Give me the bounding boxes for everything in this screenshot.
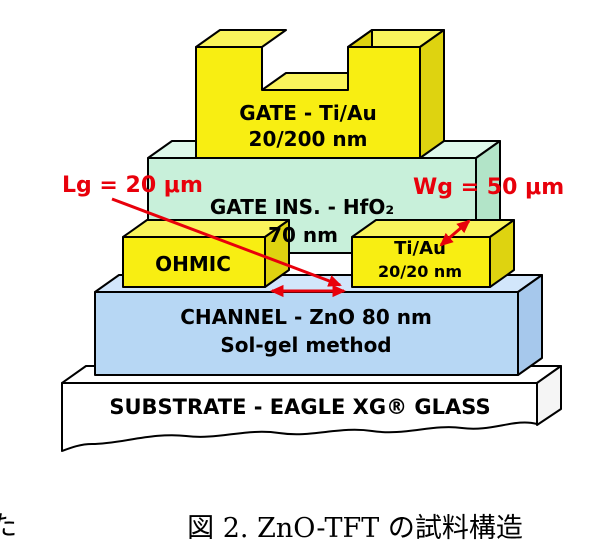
top-contact-top-face bbox=[351, 219, 515, 238]
ohmic-contact-block bbox=[122, 219, 290, 288]
gate-side-face bbox=[419, 29, 445, 159]
gate-left-prong-top-face bbox=[195, 29, 287, 48]
gate-label-line1: GATE - Ti/Au bbox=[239, 101, 376, 125]
top-contact-front-face bbox=[351, 236, 491, 288]
channel-front-face bbox=[94, 291, 519, 376]
channel-label-line1: CHANNEL - ZnO 80 nm bbox=[180, 305, 432, 329]
layer-labels: GATE - Ti/Au 20/200 nm GATE INS. - HfO₂ … bbox=[109, 101, 490, 419]
substrate-front-face bbox=[61, 382, 538, 452]
substrate-label: SUBSTRATE - EAGLE XG® GLASS bbox=[109, 395, 490, 419]
gate-width-label: Wg = 50 μm bbox=[413, 175, 564, 200]
gate-length-pointer-line bbox=[111, 197, 342, 287]
gate-insulator-label-line2: 70 nm bbox=[268, 223, 338, 247]
channel-side-face bbox=[517, 274, 543, 376]
gate-layer bbox=[195, 29, 445, 159]
top-contact-block bbox=[351, 219, 515, 288]
channel-label-line2: Sol-gel method bbox=[220, 333, 391, 357]
gate-insulator-label-line1: GATE INS. - HfO₂ bbox=[210, 195, 394, 219]
top-contact-label-line1: Ti/Au bbox=[394, 238, 446, 259]
device-structure-diagram: GATE - Ti/Au 20/200 nm GATE INS. - HfO₂ … bbox=[61, 29, 564, 452]
ohmic-label: OHMIC bbox=[155, 252, 231, 276]
figure-caption: 図 2. ZnO-TFT の試料構造 bbox=[187, 513, 523, 544]
gate-front-face bbox=[195, 46, 421, 159]
top-contact-label-line2: 20/20 nm bbox=[378, 262, 462, 281]
dimension-annotations: Lg = 20 μm Wg = 50 μm bbox=[62, 173, 564, 298]
ohmic-front-face bbox=[122, 236, 266, 288]
gate-length-label: Lg = 20 μm bbox=[62, 173, 203, 198]
margin-text-fragment: た bbox=[0, 511, 17, 542]
gate-width-dimension-arrow bbox=[439, 219, 471, 247]
gate-label-line2: 20/200 nm bbox=[249, 127, 368, 151]
